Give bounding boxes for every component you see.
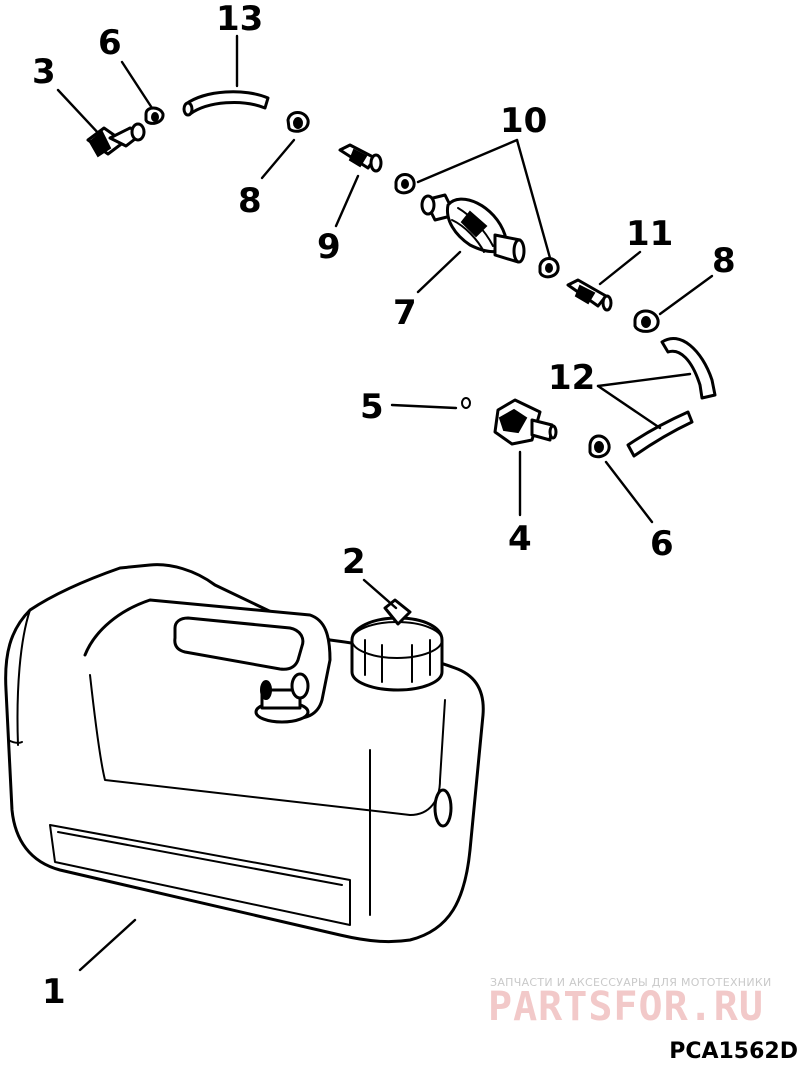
callout-3: 3 bbox=[32, 52, 56, 92]
leader-9 bbox=[334, 174, 360, 228]
leader-8a bbox=[260, 138, 296, 180]
figure-code: PCA1562D bbox=[669, 1039, 798, 1064]
leader-5 bbox=[390, 403, 458, 410]
clamp-10-right bbox=[538, 257, 560, 279]
leader-2 bbox=[362, 578, 398, 610]
hose-clamp-6-top bbox=[144, 106, 165, 125]
callout-8a: 8 bbox=[238, 181, 262, 221]
leader-11 bbox=[598, 250, 642, 286]
leader-6b bbox=[604, 460, 654, 524]
callout-6b: 6 bbox=[650, 524, 674, 564]
o-ring-5 bbox=[461, 397, 471, 409]
hose-clamp-8-right bbox=[633, 309, 660, 333]
tank-connector-fitting bbox=[86, 122, 146, 158]
hose-fitting-11 bbox=[566, 278, 613, 312]
leader-3 bbox=[56, 88, 102, 137]
watermark-tagline: ЗАПЧАСТИ И АКСЕССУАРЫ ДЛЯ МОТОТЕХНИКИ bbox=[490, 976, 772, 989]
hose-clamp-6-right bbox=[588, 434, 611, 459]
callout-13: 13 bbox=[216, 0, 263, 39]
filler-cap bbox=[350, 598, 444, 692]
leader-10b bbox=[515, 138, 552, 260]
callout-12: 12 bbox=[548, 358, 595, 398]
callout-labels: 1 2 3 4 5 6 6 7 8 8 9 10 11 12 13 bbox=[32, 0, 736, 1012]
callout-5: 5 bbox=[360, 387, 384, 427]
leader-12a bbox=[596, 372, 692, 388]
primer-bulb bbox=[420, 193, 526, 264]
callout-1: 1 bbox=[42, 972, 66, 1012]
leader-12b bbox=[596, 384, 662, 430]
leader-8b bbox=[658, 274, 714, 316]
leader-7 bbox=[416, 250, 462, 294]
hose-12-lower bbox=[626, 410, 694, 458]
watermark: ЗАПЧАСТИ И АКСЕССУАРЫ ДЛЯ МОТОТЕХНИКИ PA… bbox=[488, 976, 772, 1030]
callout-6a: 6 bbox=[98, 23, 122, 63]
hose-fitting-9 bbox=[338, 143, 383, 173]
callout-4: 4 bbox=[508, 519, 532, 559]
callout-2: 2 bbox=[342, 542, 366, 582]
callout-9: 9 bbox=[317, 227, 341, 267]
leader-lines bbox=[56, 34, 714, 972]
hose-clamp-8-top bbox=[286, 111, 310, 133]
callout-11: 11 bbox=[626, 214, 673, 254]
callout-8b: 8 bbox=[712, 241, 736, 281]
hose-13 bbox=[182, 90, 270, 117]
fuel-connector-4 bbox=[493, 398, 558, 446]
watermark-brand: PARTSFOR.RU bbox=[488, 984, 764, 1030]
leader-6a bbox=[120, 60, 154, 110]
leader-10a bbox=[416, 138, 519, 184]
clamp-10-left bbox=[394, 173, 416, 195]
callout-10: 10 bbox=[500, 101, 547, 141]
callout-7: 7 bbox=[393, 293, 417, 333]
hose-12-upper bbox=[660, 336, 717, 400]
leader-1 bbox=[78, 918, 137, 972]
